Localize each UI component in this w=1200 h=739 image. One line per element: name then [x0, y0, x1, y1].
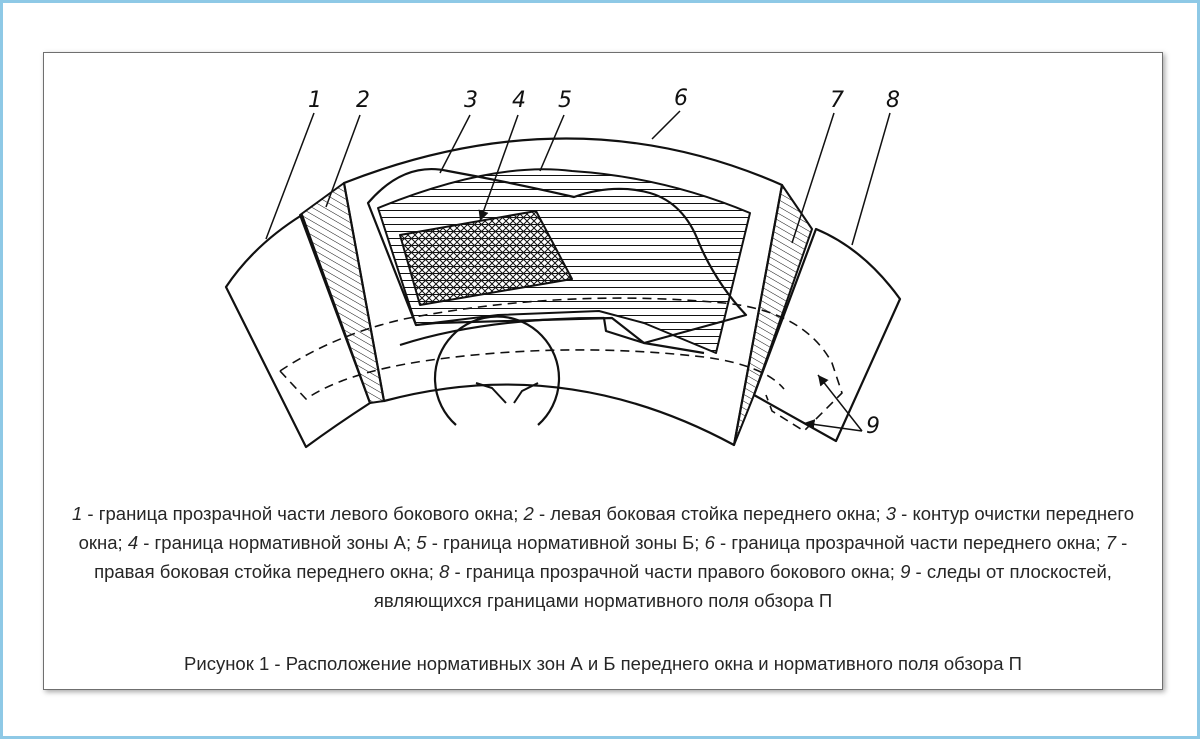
cleaning-contour — [366, 167, 748, 345]
zone-a — [399, 210, 573, 306]
legend-num-7: 7 — [1105, 532, 1117, 553]
leader-6 — [651, 110, 681, 140]
legend-text-6: - граница прозрачной части переднего окн… — [714, 532, 1106, 553]
legend-text-1: - граница прозрачной части левого боково… — [82, 503, 524, 524]
zone-b — [377, 168, 751, 354]
legend-text-9: - следы от плоскостей, являющихся границ… — [373, 561, 1112, 611]
legend-text-8: - граница прозрачной части правого боков… — [449, 561, 901, 582]
legend-num-2: 2 — [523, 503, 534, 524]
legend-num-5: 5 — [416, 532, 427, 553]
leader-8 — [851, 112, 891, 246]
figure-card: 1 2 3 4 5 6 7 8 9 1 - граница прозрачной… — [43, 52, 1163, 690]
legend-num-1: 1 — [72, 503, 83, 524]
callout-9: 9 — [866, 414, 880, 439]
windshield-diagram: 1 2 3 4 5 6 7 8 9 — [44, 53, 1162, 493]
leader-5 — [539, 114, 565, 172]
callout-5: 5 — [558, 88, 572, 113]
legend-num-8: 8 — [439, 561, 450, 582]
right-side-window — [752, 227, 902, 443]
callout-2: 2 — [356, 88, 370, 113]
legend-num-4: 4 — [127, 532, 139, 553]
legend-text-3: - контур очистки переднего окна; — [78, 503, 1134, 553]
leader-7 — [791, 112, 835, 244]
legend-text-5: - граница нормативной зоны Б; — [426, 532, 705, 553]
leader-4 — [478, 114, 519, 222]
callout-4: 4 — [512, 88, 526, 113]
legend-num-9: 9 — [900, 561, 911, 582]
callout-3: 3 — [464, 88, 478, 113]
field-of-view-boundary-lower — [279, 349, 785, 400]
leader-2 — [325, 114, 361, 208]
leader-9b — [803, 419, 863, 432]
windshield-lower-edge — [399, 316, 705, 355]
leader-3 — [439, 114, 471, 174]
field-of-view-boundary — [279, 297, 843, 432]
callout-1: 1 — [308, 88, 322, 113]
legend-num-6: 6 — [704, 532, 715, 553]
steering-wheel — [433, 315, 561, 426]
legend-text-4: - граница нормативной зоны А; — [138, 532, 417, 553]
callout-7: 7 — [830, 88, 844, 113]
leader-1 — [265, 112, 315, 240]
legend-caption: 1 - граница прозрачной части левого боко… — [64, 499, 1142, 615]
legend-text-2: - левая боковая стойка переднего окна; — [533, 503, 886, 524]
left-a-pillar — [299, 182, 385, 404]
left-side-window — [224, 213, 372, 449]
callout-6: 6 — [674, 86, 688, 111]
figure-title: Рисунок 1 - Расположение нормативных зон… — [184, 653, 1022, 674]
steering-wheel-inner — [475, 382, 539, 404]
callout-8: 8 — [886, 88, 900, 113]
legend-text-7: - правая боковая стойка переднего окна; — [94, 532, 1128, 582]
legend-num-3: 3 — [885, 503, 897, 524]
leader-9a — [817, 374, 863, 432]
